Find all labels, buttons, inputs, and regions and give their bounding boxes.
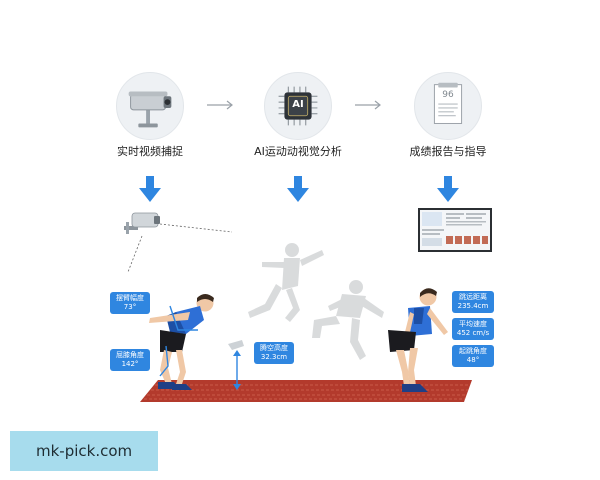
tag-air-height-value: 32.3cm — [260, 353, 288, 361]
air-height-ruler — [228, 340, 244, 390]
flow-arrow-right-icon — [207, 100, 233, 110]
camera-view-line — [127, 235, 143, 273]
tag-takeoff-angle: 起跳角度 48° — [452, 345, 494, 367]
stage-camera-circle — [116, 72, 184, 140]
tag-knee-angle-value: 142° — [121, 360, 139, 368]
watermark: mk-pick.com — [10, 431, 158, 471]
tag-arm-swing-value: 73° — [123, 303, 137, 311]
chip-text: AI — [292, 99, 304, 110]
ghost-jumper-takeoff — [248, 243, 324, 322]
report-monitor-icon — [418, 208, 492, 252]
athlete-crouch — [149, 294, 214, 390]
down-arrow-icon — [437, 176, 459, 202]
tag-takeoff-angle-name: 起跳角度 — [459, 347, 487, 355]
tag-avg-speed: 平均速度 452 cm/s — [452, 318, 494, 340]
tag-arm-swing-name: 摆臂幅度 — [116, 294, 144, 302]
athlete-landed — [388, 288, 448, 392]
stage-label-capture: 实时视频捕捉 — [117, 145, 183, 158]
tag-knee-angle: 屈膝角度 142° — [110, 349, 150, 371]
ghost-jumper-flight — [312, 280, 384, 360]
tag-jump-distance-value: 235.4cm — [457, 302, 489, 310]
tag-takeoff-angle-value: 48° — [466, 356, 480, 364]
tag-jump-distance-name: 跳远距离 — [459, 293, 487, 301]
tag-avg-speed-value: 452 cm/s — [456, 329, 490, 337]
tag-jump-distance: 跳远距离 235.4cm — [452, 291, 494, 313]
camera-view-line — [159, 223, 233, 233]
ai-chip-icon — [278, 86, 318, 126]
stage-label-report: 成绩报告与指导 — [409, 145, 487, 158]
camera-icon — [128, 91, 172, 128]
tag-knee-angle-name: 屈膝角度 — [116, 351, 144, 359]
tag-air-height: 腾空高度 32.3cm — [254, 342, 294, 364]
stage-ai-circle — [264, 72, 332, 140]
down-arrow-icon — [139, 176, 161, 202]
flow-arrow-right-icon — [355, 100, 381, 110]
down-arrow-icon — [287, 176, 309, 202]
tag-air-height-name: 腾空高度 — [260, 344, 288, 352]
stage-label-analysis: AI运动动视觉分析 — [254, 145, 342, 158]
report-score: 96 — [442, 90, 454, 100]
report-icon — [433, 82, 463, 124]
stage-report-circle — [414, 72, 482, 140]
security-camera-icon — [124, 212, 160, 234]
tag-avg-speed-name: 平均速度 — [459, 320, 487, 328]
tag-arm-swing: 摆臂幅度 73° — [110, 292, 150, 314]
